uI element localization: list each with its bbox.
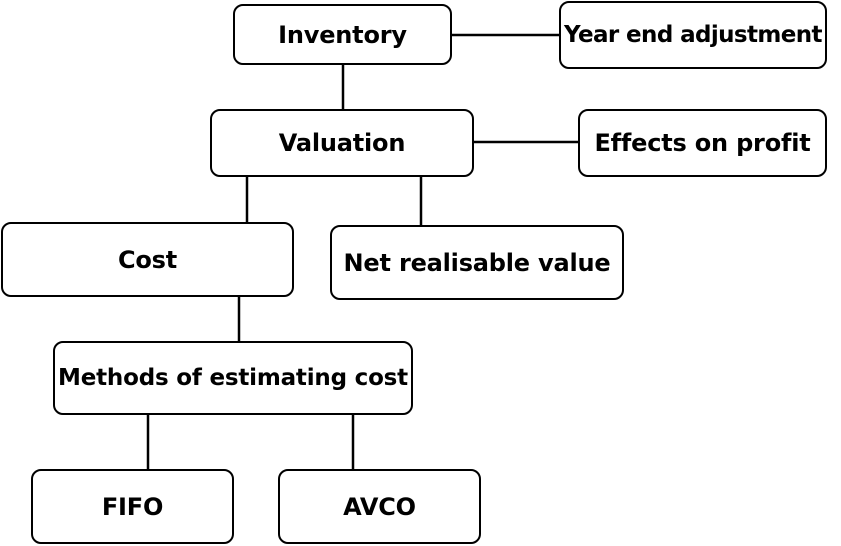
node-label: Net realisable value (343, 248, 611, 277)
node-net-realisable-value: Net realisable value (330, 225, 624, 300)
node-label: Year end adjustment (564, 22, 823, 48)
node-label: Effects on profit (594, 129, 811, 157)
node-avco: AVCO (278, 469, 481, 544)
node-inventory: Inventory (233, 4, 452, 65)
node-label: FIFO (101, 492, 164, 521)
node-fifo: FIFO (31, 469, 234, 544)
node-label: Inventory (278, 20, 407, 49)
node-cost: Cost (1, 222, 294, 297)
node-label: AVCO (343, 492, 416, 521)
node-methods-of-estimating-cost: Methods of estimating cost (53, 341, 413, 415)
node-label: Methods of estimating cost (58, 365, 408, 391)
node-valuation: Valuation (210, 109, 474, 177)
node-effects-on-profit: Effects on profit (578, 109, 827, 177)
node-label: Valuation (278, 129, 406, 157)
node-label: Cost (117, 245, 178, 274)
node-year-end-adjustment: Year end adjustment (559, 1, 827, 69)
